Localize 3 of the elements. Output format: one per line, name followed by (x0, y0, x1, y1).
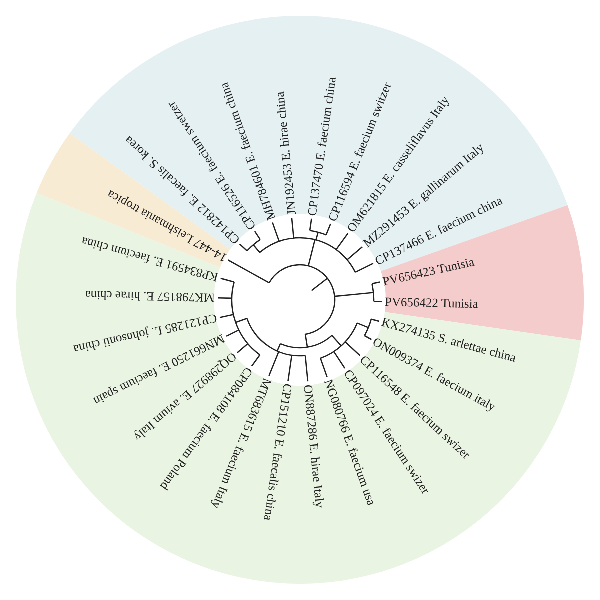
taxon-label: ON887286 E. hirae Italy (301, 384, 328, 508)
taxon-label: PV656422 Tunisia (384, 294, 479, 312)
taxon-label: MK798157 E. hirae china (85, 288, 216, 306)
